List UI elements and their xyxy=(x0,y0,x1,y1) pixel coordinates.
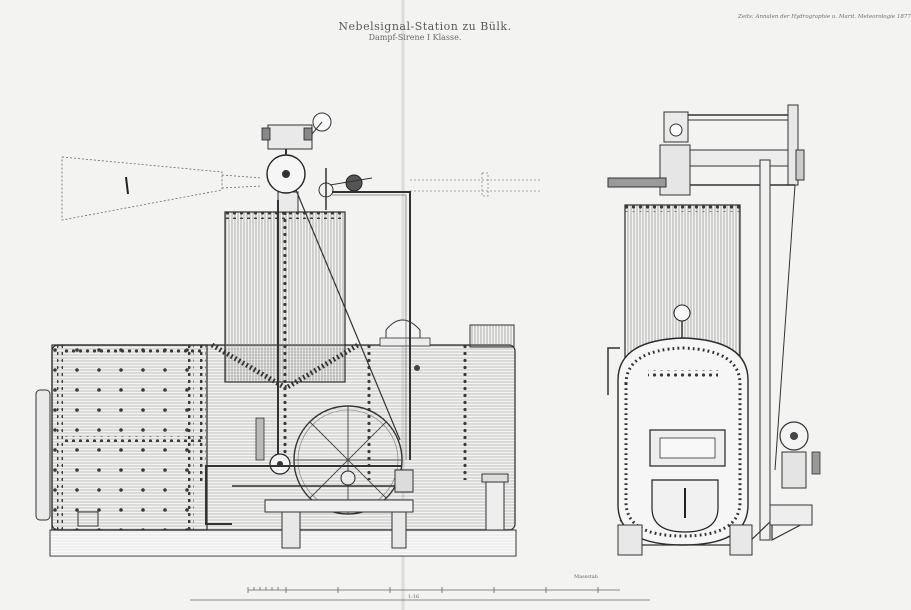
steam-pipe xyxy=(332,191,411,460)
siren-beam-right xyxy=(410,172,540,197)
horn-mark xyxy=(125,176,129,195)
scale-label: Massstab xyxy=(574,574,598,580)
side-elevation-view xyxy=(35,112,540,557)
boiler-joint-seam xyxy=(210,342,360,391)
feed-pipe xyxy=(205,465,232,525)
scale-marker: 1:16 xyxy=(408,594,420,600)
plate-subtitle: Dampf-Sirene I Klasse. xyxy=(368,33,462,42)
steam-valve-assembly xyxy=(318,168,373,210)
flywheel xyxy=(293,405,403,515)
siren-head xyxy=(261,112,332,213)
end-siren-mechanism xyxy=(607,104,805,196)
steam-engine xyxy=(232,417,414,549)
water-gauge-pipe xyxy=(607,347,620,395)
scale-bar xyxy=(190,587,650,601)
end-elevation-view xyxy=(607,104,821,556)
end-connecting-rod xyxy=(759,159,771,541)
connecting-rod xyxy=(295,189,401,441)
feed-pump xyxy=(779,421,821,489)
steam-dome xyxy=(469,324,515,348)
boiler-end-cap xyxy=(35,389,51,521)
publication-note: Zeits: Annalen der Hydrographie u. Marit… xyxy=(738,14,911,20)
pressure-gauge-icon xyxy=(673,304,691,322)
engineering-plate xyxy=(35,0,821,610)
siren-horn-outline xyxy=(61,156,263,221)
plate-title: Nebelsignal-Station zu Bülk. xyxy=(338,20,512,33)
